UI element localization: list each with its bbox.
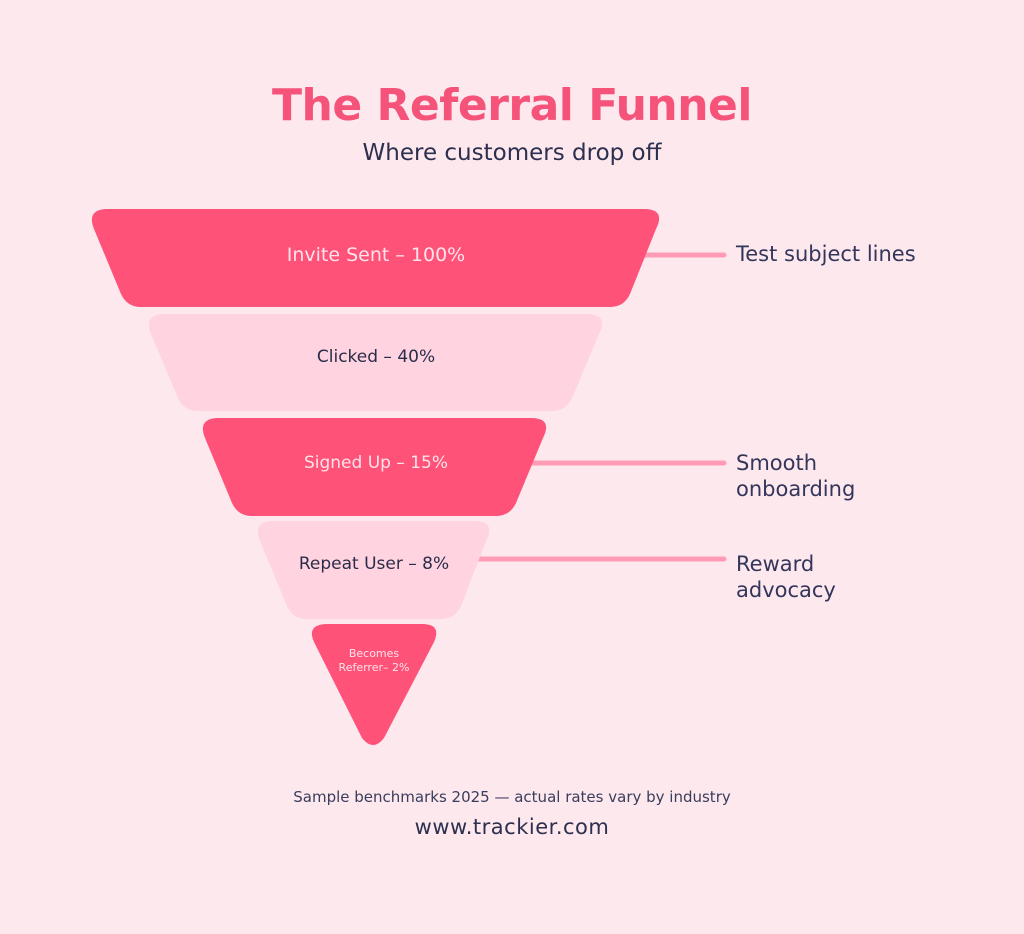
funnel-stage-invite-sent bbox=[91, 209, 660, 307]
stage-label-repeat-user: Repeat User – 8% bbox=[298, 554, 450, 574]
note-smooth-onboarding: Smooth onboarding bbox=[736, 450, 855, 502]
stage-label-becomes-referrer-line2: Referrer– 2% bbox=[338, 661, 410, 674]
page-subtitle: Where customers drop off bbox=[362, 140, 662, 166]
stage-label-becomes-referrer: Becomes Referrer– 2% bbox=[314, 647, 434, 675]
page-title: The Referral Funnel bbox=[272, 80, 752, 131]
website-link[interactable]: www.trackier.com bbox=[414, 815, 610, 839]
note-smooth-onboarding-line2: onboarding bbox=[736, 477, 856, 501]
stage-label-clicked: Clicked – 40% bbox=[316, 347, 436, 367]
note-reward-advocacy-line1: Reward bbox=[736, 552, 815, 576]
note-reward-advocacy-line2: advocacy bbox=[736, 578, 836, 602]
funnel-stage-repeat-user bbox=[257, 521, 490, 619]
stage-label-invite-sent: Invite Sent – 100% bbox=[286, 244, 466, 266]
funnel-stage-becomes-referrer bbox=[311, 624, 437, 745]
footnote: Sample benchmarks 2025 — actual rates va… bbox=[293, 788, 731, 806]
stage-label-becomes-referrer-line1: Becomes bbox=[348, 647, 400, 660]
note-reward-advocacy: Reward advocacy bbox=[736, 551, 836, 603]
funnel-stage-clicked bbox=[148, 314, 603, 411]
stage-label-signed-up: Signed Up – 15% bbox=[303, 453, 449, 473]
funnel-stage-signed-up bbox=[202, 418, 547, 516]
note-smooth-onboarding-line1: Smooth bbox=[736, 451, 818, 475]
note-test-subject-lines: Test subject lines bbox=[736, 242, 916, 266]
